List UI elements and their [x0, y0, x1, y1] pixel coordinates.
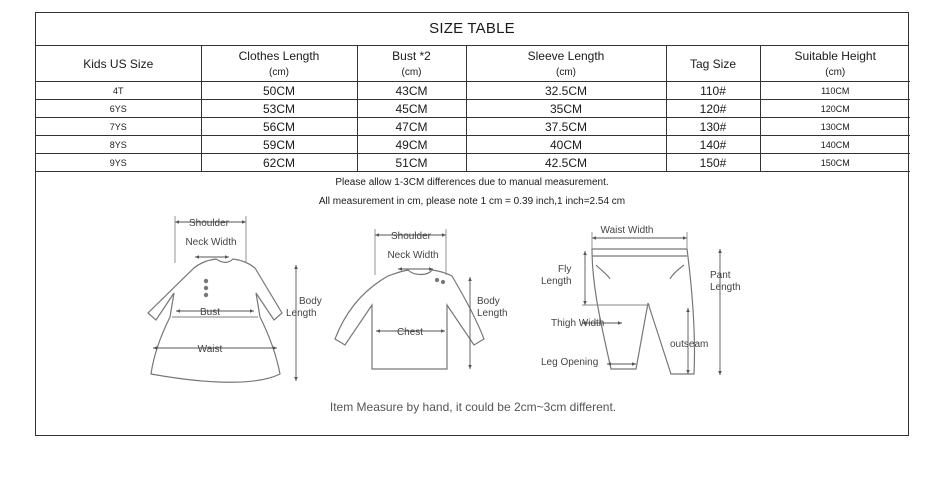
pants-fly-label: Fly	[558, 264, 571, 275]
cell-bust: 51CM	[356, 153, 467, 172]
header-tag-size: Tag Size	[665, 46, 761, 82]
cell-bust: 43CM	[356, 81, 467, 100]
header-suitable-height: Suitable Height(cm)	[759, 46, 910, 82]
dress-diagram	[147, 258, 283, 383]
pants-thigh-label: Thigh Width	[551, 318, 604, 329]
measurement-notes: Please allow 1-3CM differences due to ma…	[36, 173, 908, 211]
pants-waist-label: Waist Width	[601, 225, 654, 236]
pants-outseam-label: outseam	[670, 339, 708, 350]
cell-bust: 45CM	[356, 99, 467, 118]
cell-tag-size: 130#	[665, 117, 761, 136]
table-row: 8YS 59CM 49CM 40CM 140# 140CM	[36, 135, 910, 154]
pants-pant-label: Pant	[710, 270, 731, 281]
shirt-diagram	[334, 269, 485, 370]
dress-bust-label: Bust	[200, 307, 220, 318]
size-table: Kids US Size Clothes Length(cm) Bust *2(…	[36, 46, 910, 172]
cell-suitable-height: 150CM	[759, 153, 910, 172]
size-table-title: SIZE TABLE	[36, 13, 908, 46]
shirt-shoulder-label: Shoulder	[391, 231, 432, 242]
dress-shoulder-label: Shoulder	[189, 218, 230, 229]
table-header-row: Kids US Size Clothes Length(cm) Bust *2(…	[36, 46, 910, 82]
shirt-length-label: Length	[477, 308, 508, 319]
pants-diagram	[591, 248, 696, 375]
measurement-diagrams: Shoulder Neck Width Bust Waist Body Leng…	[147, 216, 741, 383]
table-row: 7YS 56CM 47CM 37.5CM 130# 130CM	[36, 117, 910, 136]
dress-waist-label: Waist	[198, 344, 223, 355]
header-sleeve-length: Sleeve Length(cm)	[465, 46, 667, 82]
dress-body-label: Body	[299, 296, 322, 307]
shirt-neck-label: Neck Width	[387, 250, 438, 261]
pants-outline-icon	[591, 248, 696, 375]
pants-pant-length-label: Length	[710, 282, 741, 293]
cell-bust: 47CM	[356, 117, 467, 136]
shirt-body-label: Body	[477, 296, 500, 307]
pants-leg-label: Leg Opening	[541, 357, 598, 368]
table-row: 9YS 62CM 51CM 42.5CM 150# 150CM	[36, 153, 910, 172]
cell-clothes-length: 62CM	[200, 153, 358, 172]
cell-sleeve-length: 42.5CM	[465, 153, 667, 172]
dress-neck-label: Neck Width	[185, 237, 236, 248]
cell-tag-size: 150#	[665, 153, 761, 172]
footer-note: Item Measure by hand, it could be 2cm~3c…	[329, 400, 617, 414]
shirt-outline-icon	[334, 269, 485, 370]
note-conversion: All measurement in cm, please note 1 cm …	[318, 196, 626, 207]
table-row: 4T 50CM 43CM 32.5CM 110# 110CM	[36, 81, 910, 100]
shirt-chest-label: Chest	[397, 327, 423, 338]
size-chart-frame: SIZE TABLE Kids US Size Clothes Length(c…	[35, 12, 910, 436]
header-clothes-length: Clothes Length(cm)	[200, 46, 358, 82]
dress-outline-icon	[147, 258, 283, 383]
pants-fly-length-label: Length	[541, 276, 572, 287]
note-allowance: Please allow 1-3CM differences due to ma…	[335, 177, 609, 188]
dress-length-label: Length	[286, 308, 317, 319]
header-size: Kids US Size	[36, 46, 202, 82]
